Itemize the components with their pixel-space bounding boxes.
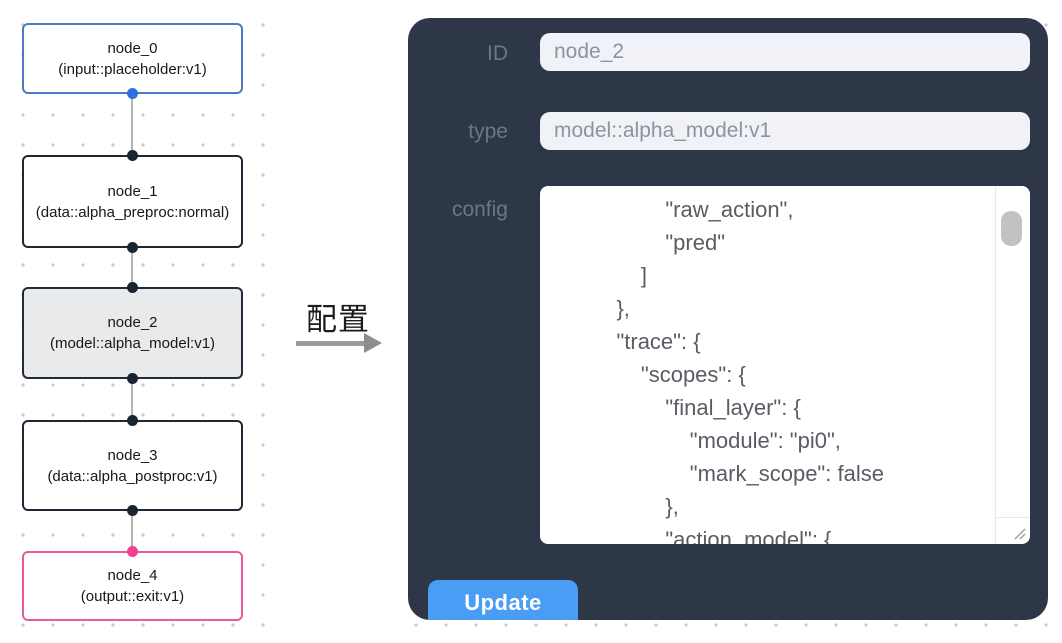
edge-node2-node3 — [131, 379, 133, 420]
input-port[interactable] — [127, 282, 138, 293]
node-type: (data::alpha_postproc:v1) — [47, 467, 218, 485]
input-port[interactable] — [127, 150, 138, 161]
resize-handle-icon[interactable] — [995, 517, 1030, 544]
node-type: (data::alpha_preproc:normal) — [35, 203, 230, 221]
arrow-right-icon — [296, 341, 364, 346]
input-port[interactable] — [127, 546, 138, 557]
output-port[interactable] — [127, 373, 138, 384]
node-name: node_2 — [107, 314, 158, 331]
output-port[interactable] — [127, 242, 138, 253]
panel-background: ID type config "raw_action", "pred" ] },… — [393, 0, 1062, 643]
edge-node1-node2 — [131, 248, 133, 287]
update-button[interactable]: Update — [428, 580, 578, 620]
input-port[interactable] — [127, 415, 138, 426]
output-port[interactable] — [127, 88, 138, 99]
node-type: (model::alpha_model:v1) — [49, 335, 216, 352]
config-textarea[interactable]: "raw_action", "pred" ] }, "trace": { "sc… — [540, 186, 1030, 544]
node-node_3[interactable]: node_3 (data::alpha_postproc:v1) — [22, 415, 243, 516]
node-node_2[interactable]: node_2 (model::alpha_model:v1) — [22, 282, 243, 384]
edge-node3-node4 — [131, 511, 133, 551]
scrollbar-thumb[interactable] — [1001, 211, 1022, 246]
node-name: node_1 — [107, 182, 158, 200]
node-name: node_4 — [107, 567, 158, 584]
node-node_1[interactable]: node_1 (data::alpha_preproc:normal) — [22, 150, 243, 253]
node-type: (input::placeholder:v1) — [58, 60, 207, 78]
arrow-right-icon — [364, 333, 382, 353]
config-panel: ID type config "raw_action", "pred" ] },… — [408, 18, 1048, 620]
edge-node0-node1 — [131, 94, 133, 155]
config-label: config — [451, 198, 508, 221]
id-input[interactable] — [540, 33, 1030, 71]
node-node_0[interactable]: node_0 (input::placeholder:v1) — [22, 23, 243, 99]
node-type: (output::exit:v1) — [80, 588, 185, 605]
type-label: type — [468, 120, 508, 143]
node-name: node_3 — [107, 446, 158, 464]
node-name: node_0 — [107, 39, 158, 57]
config-pointer-label: 配置 — [306, 302, 370, 337]
output-port[interactable] — [127, 505, 138, 516]
type-input[interactable] — [540, 112, 1030, 150]
id-label: ID — [487, 42, 508, 65]
flow-canvas[interactable]: node_0 (input::placeholder:v1) node_1 (d… — [0, 0, 272, 643]
node-node_4[interactable]: node_4 (output::exit:v1) — [22, 546, 243, 621]
config-editor: "raw_action", "pred" ] }, "trace": { "sc… — [540, 186, 1030, 544]
